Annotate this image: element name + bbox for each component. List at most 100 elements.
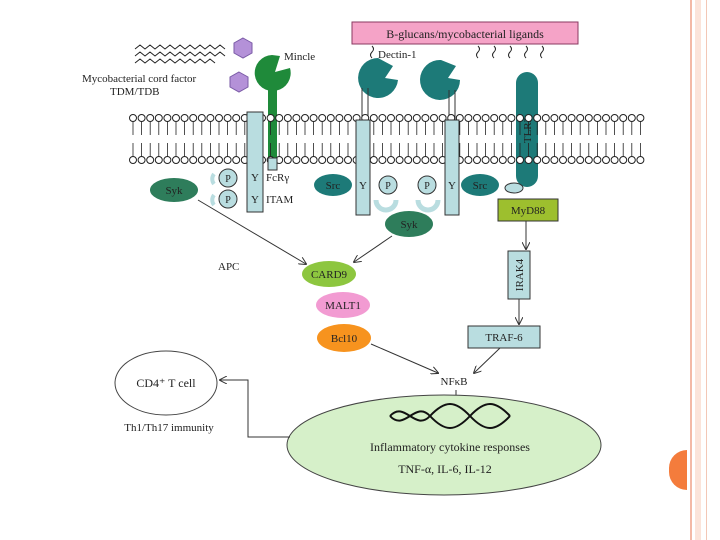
cytokines-label: TNF-α, IL-6, IL-12 bbox=[398, 462, 492, 476]
lipid-head bbox=[464, 156, 473, 164]
lipid-head bbox=[309, 114, 318, 122]
fcr-chain bbox=[246, 111, 264, 213]
lipid-head bbox=[541, 156, 550, 164]
lipid-head bbox=[189, 156, 198, 164]
lipid-head bbox=[223, 114, 232, 122]
p-label: P bbox=[225, 174, 231, 185]
lipid-head bbox=[430, 156, 438, 164]
arrow-traf6-nfkb bbox=[474, 347, 501, 373]
tir-domain bbox=[504, 182, 524, 194]
lipid-head bbox=[223, 156, 232, 164]
lipid-head bbox=[172, 114, 180, 122]
itam-label: ITAM bbox=[266, 194, 293, 206]
fcr-chain-tail bbox=[267, 157, 278, 171]
p-label: P bbox=[424, 181, 430, 192]
malt1-label: MALT1 bbox=[325, 300, 361, 312]
tdm-label: TDM/TDB bbox=[110, 86, 160, 98]
lipid-head bbox=[498, 156, 507, 164]
lipid-head bbox=[283, 114, 292, 122]
lipid-head bbox=[473, 156, 481, 164]
lipid-head bbox=[180, 156, 189, 164]
lipid-head bbox=[163, 156, 172, 164]
p-label: P bbox=[385, 181, 391, 192]
lipid-head bbox=[129, 114, 137, 122]
slide-border bbox=[690, 0, 692, 540]
lipid-head bbox=[524, 156, 533, 164]
sh2-arc bbox=[210, 172, 216, 186]
lipid-head bbox=[326, 114, 335, 122]
y-label: Y bbox=[448, 180, 456, 192]
syk-left-label: Syk bbox=[165, 185, 183, 197]
lipid-head bbox=[292, 156, 301, 164]
lipid-head bbox=[395, 156, 404, 164]
lipid-head bbox=[154, 114, 163, 122]
lipid-head bbox=[344, 114, 352, 122]
lipid-head bbox=[627, 156, 636, 164]
lipid-head bbox=[550, 156, 559, 164]
sh2-arc bbox=[373, 199, 399, 213]
lipid-head bbox=[172, 156, 180, 164]
lipid-head bbox=[576, 156, 585, 164]
lipid-head bbox=[584, 114, 593, 122]
tlr2-label: TLR2 bbox=[522, 117, 534, 143]
arrow-syk-card9 bbox=[354, 235, 393, 262]
arrow-nucleus-tcell bbox=[220, 380, 290, 438]
lipid-head bbox=[584, 156, 593, 164]
phospho-circle bbox=[218, 189, 238, 209]
lipid-head bbox=[636, 114, 645, 122]
lipid-head bbox=[206, 156, 215, 164]
lipid-head bbox=[524, 114, 533, 122]
lipid-head bbox=[550, 114, 559, 122]
lipid-head bbox=[189, 114, 198, 122]
lipid-head bbox=[387, 114, 395, 122]
lipid-head bbox=[197, 156, 206, 164]
lipid-head bbox=[593, 114, 602, 122]
lipid-head bbox=[206, 114, 215, 122]
lipid-head bbox=[619, 114, 628, 122]
lipid-head bbox=[610, 114, 619, 122]
lipid-head bbox=[567, 114, 576, 122]
lipid-head bbox=[180, 114, 189, 122]
cord-factor-label: Mycobacterial cord factor bbox=[82, 73, 197, 85]
lipid-head bbox=[533, 114, 542, 122]
lipid-head bbox=[576, 114, 585, 122]
dectin-receptor-left bbox=[358, 58, 398, 98]
y-label: Y bbox=[251, 194, 259, 206]
lipid-head bbox=[137, 114, 146, 122]
lipid-head bbox=[283, 156, 292, 164]
lipid-head bbox=[481, 114, 490, 122]
apc-label: APC bbox=[218, 261, 239, 273]
t-cell-label: CD4⁺ T cell bbox=[136, 376, 196, 390]
slide-border-inner bbox=[695, 0, 701, 540]
cell-membrane bbox=[129, 114, 645, 164]
lipid-head bbox=[404, 114, 413, 122]
p-label: P bbox=[225, 195, 231, 206]
lipid-head bbox=[335, 114, 344, 122]
lipid-head bbox=[593, 156, 602, 164]
arrow-bcl10-nfkb bbox=[370, 343, 438, 373]
lipid-head bbox=[378, 156, 387, 164]
malt1-node bbox=[316, 292, 370, 318]
lipid-head bbox=[275, 114, 284, 122]
bcl10-label: Bcl10 bbox=[331, 333, 358, 345]
lipid-head bbox=[404, 156, 413, 164]
fcr-label: FcRγ bbox=[266, 172, 289, 184]
lipid-head bbox=[464, 114, 473, 122]
dna-helix-icon bbox=[389, 403, 511, 429]
src-right bbox=[461, 174, 499, 196]
ligand-squiggles bbox=[370, 45, 544, 59]
lipid-head bbox=[559, 114, 567, 122]
syk-center-label: Syk bbox=[400, 219, 418, 231]
phospho-circle bbox=[417, 175, 437, 195]
lipid-head bbox=[473, 114, 481, 122]
cord-factor-chains bbox=[134, 44, 226, 64]
lipid-head bbox=[619, 156, 628, 164]
lipid-head bbox=[412, 156, 421, 164]
lipid-head bbox=[369, 114, 378, 122]
next-slide-tab[interactable] bbox=[669, 450, 687, 490]
lipid-head bbox=[610, 156, 619, 164]
dectin-tail-left bbox=[355, 119, 371, 216]
y-label: Y bbox=[359, 180, 367, 192]
src-left bbox=[314, 174, 352, 196]
lipid-head bbox=[215, 156, 223, 164]
